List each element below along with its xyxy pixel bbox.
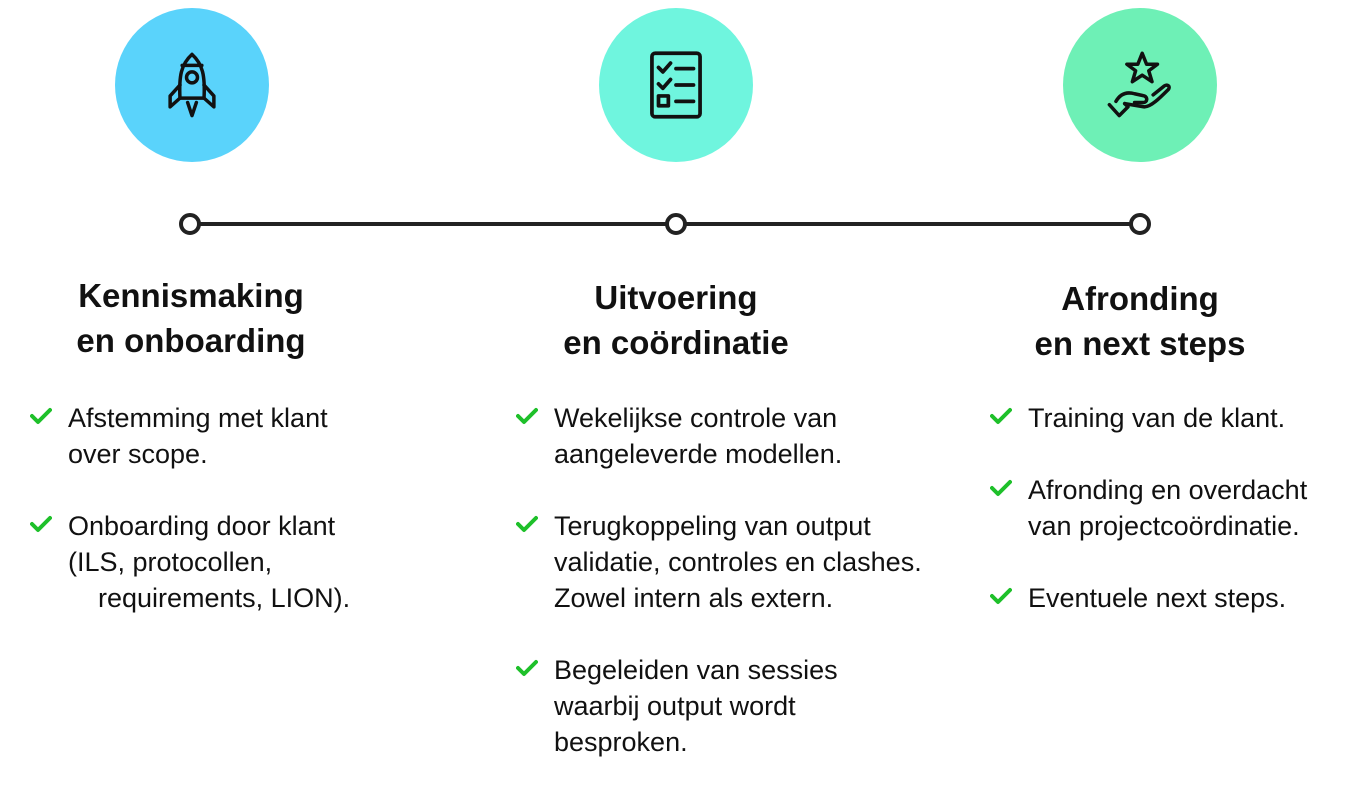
check-icon	[516, 659, 538, 677]
list-item-text: Afronding en overdacht van projectcoördi…	[1028, 475, 1308, 541]
stage-1-circle	[115, 8, 269, 162]
list-item-text: Eventuele next steps.	[1028, 583, 1287, 613]
stage-2-title-line2: en coördinatie	[563, 324, 789, 361]
list-item: Wekelijkse controle van aangeleverde mod…	[516, 400, 922, 472]
list-item-text: Training van de klant.	[1028, 403, 1286, 433]
list-item-text: Begeleiden van sessies waarbij output wo…	[554, 655, 838, 757]
stage-3-title-line1: Afronding	[1061, 280, 1219, 317]
list-item-text: Onboarding door klant (ILS, protocollen,…	[68, 511, 351, 613]
list-item: Training van de klant.	[990, 400, 1307, 436]
timeline-node-2	[665, 213, 687, 235]
list-item: Eventuele next steps.	[990, 580, 1307, 616]
list-item: Begeleiden van sessies waarbij output wo…	[516, 652, 922, 760]
list-item: Terugkoppeling van output validatie, con…	[516, 508, 922, 616]
list-item-text: Terugkoppeling van output validatie, con…	[554, 511, 922, 613]
list-item: Afstemming met klant over scope.	[30, 400, 350, 472]
stage-2-title-line1: Uitvoering	[594, 279, 758, 316]
list-item: Onboarding door klant (ILS, protocollen,…	[30, 508, 350, 616]
stage-2-title: Uitvoering en coördinatie	[506, 275, 846, 365]
stage-3-circle	[1063, 8, 1217, 162]
check-icon	[516, 407, 538, 425]
check-icon	[990, 407, 1012, 425]
stage-1-title-line2: en onboarding	[76, 322, 306, 359]
check-icon	[990, 479, 1012, 497]
timeline-node-1	[179, 213, 201, 235]
stage-1-title-line1: Kennismaking	[78, 277, 304, 314]
timeline-node-3	[1129, 213, 1151, 235]
check-icon	[516, 515, 538, 533]
rocket-icon	[168, 52, 216, 118]
list-item: Afronding en overdacht van projectcoördi…	[990, 472, 1307, 544]
check-icon	[30, 407, 52, 425]
list-item-text: Wekelijkse controle van aangeleverde mod…	[554, 403, 843, 469]
stage-1-title: Kennismaking en onboarding	[21, 273, 361, 363]
stage-3-title-line2: en next steps	[1034, 325, 1246, 362]
list-item-text: Afstemming met klant over scope.	[68, 403, 328, 469]
stage-3-list: Training van de klant. Afronding en over…	[990, 400, 1307, 652]
stage-2-circle	[599, 8, 753, 162]
stage-3-title: Afronding en next steps	[970, 276, 1310, 366]
check-icon	[30, 515, 52, 533]
stage-1-list: Afstemming met klant over scope. Onboard…	[30, 400, 350, 652]
check-icon	[990, 587, 1012, 605]
stage-2-list: Wekelijkse controle van aangeleverde mod…	[516, 400, 922, 796]
hand-star-icon	[1107, 51, 1171, 118]
checklist-icon	[650, 51, 702, 119]
